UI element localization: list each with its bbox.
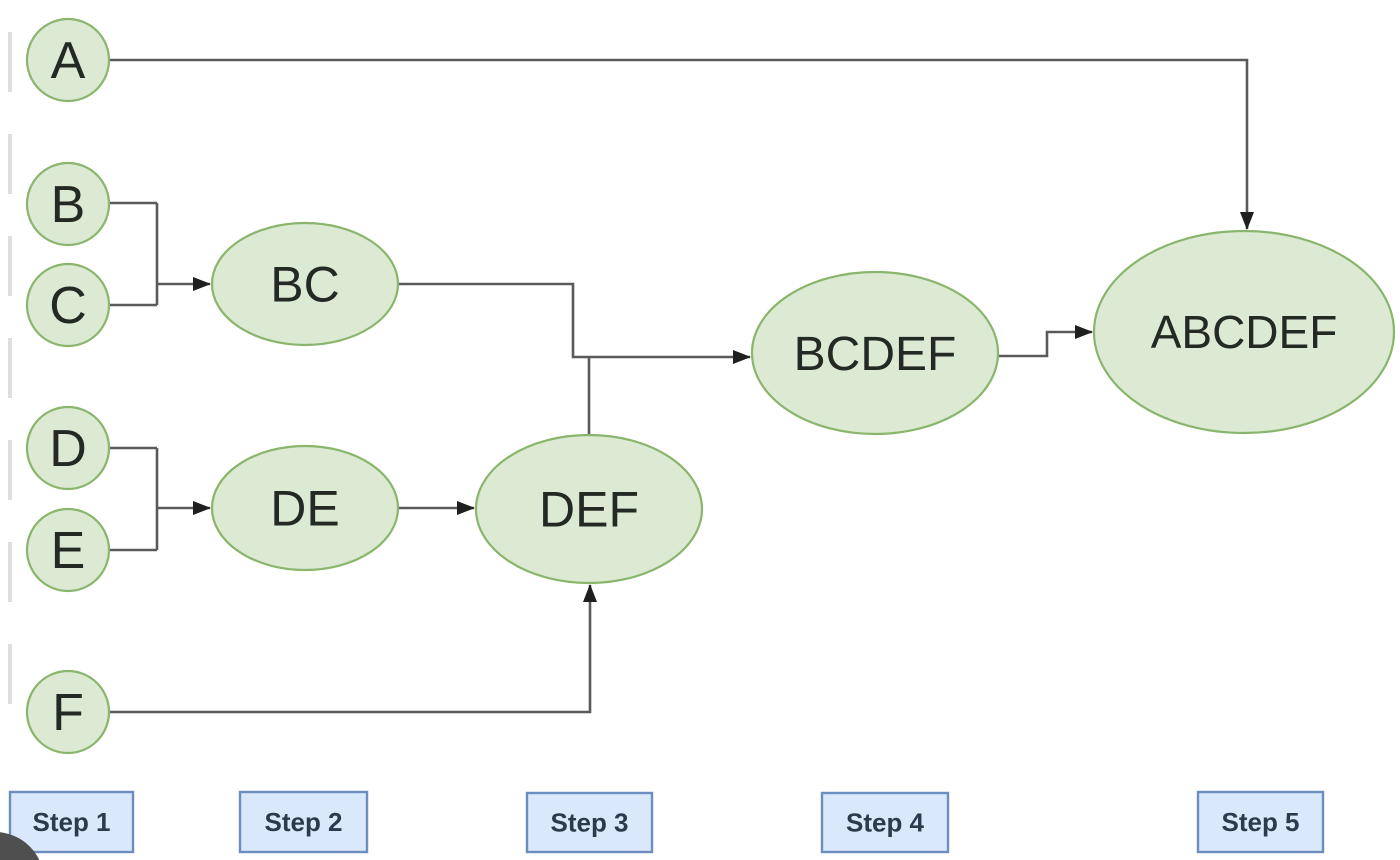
node-abcdef: ABCDEF: [1092, 229, 1396, 435]
node-bc: BC: [210, 221, 400, 347]
step-box-3: Step 3: [525, 791, 654, 854]
node-c-shape: [25, 262, 111, 348]
edge-f-to-def: [108, 584, 597, 714]
node-bc-label: BC: [270, 257, 339, 313]
node-b: B: [25, 161, 111, 247]
node-def: DEF: [474, 433, 704, 585]
node-de-label: DE: [270, 481, 339, 537]
node-c-label: C: [49, 277, 87, 335]
node-abcdef-label: ABCDEF: [1151, 306, 1338, 358]
node-b-shape: [25, 161, 111, 247]
step-box-4: Step 4: [820, 791, 950, 854]
node-d-shape: [25, 405, 111, 491]
edge-bcdef-to-abcdef: [998, 325, 1093, 358]
node-de-shape: [210, 444, 400, 572]
node-f-shape: [25, 669, 111, 755]
node-bcdef-label: BCDEF: [794, 328, 957, 381]
node-abcdef-shape: [1092, 229, 1396, 435]
step-box-1-label: Step 1: [32, 807, 110, 837]
step-box-3-rect: [525, 791, 654, 854]
node-c: C: [25, 262, 111, 348]
step-box-3-label: Step 3: [550, 808, 628, 838]
step-box-1: Step 1: [8, 790, 135, 854]
node-f-label: F: [52, 684, 84, 742]
node-a-label: A: [51, 32, 86, 90]
node-e-shape: [25, 507, 111, 593]
step-box-2-rect: [238, 790, 369, 854]
step-box-4-rect: [820, 791, 950, 854]
step-box-5: Step 5: [1196, 790, 1325, 854]
step-box-2-label: Step 2: [264, 807, 342, 837]
node-def-shape: [474, 433, 704, 585]
node-bcdef: BCDEF: [750, 270, 1000, 436]
node-a-shape: [25, 17, 111, 103]
node-bcdef-shape: [750, 270, 1000, 436]
edge-a-to-abcdef: [108, 58, 1254, 230]
node-b-label: B: [51, 176, 86, 234]
step-box-1-rect: [8, 790, 135, 854]
node-d-label: D: [49, 420, 87, 478]
node-e-label: E: [51, 522, 86, 580]
node-a: A: [25, 17, 111, 103]
edge-bc-to-bcdef: [398, 282, 751, 364]
step-box-5-rect: [1196, 790, 1325, 854]
step-box-5-label: Step 5: [1221, 807, 1299, 837]
corner-blob: [0, 832, 40, 860]
step-box-4-label: Step 4: [846, 808, 925, 838]
node-e: E: [25, 507, 111, 593]
node-d: D: [25, 405, 111, 491]
node-bc-shape: [210, 221, 400, 347]
step-box-2: Step 2: [238, 790, 369, 854]
node-f: F: [25, 669, 111, 755]
node-de: DE: [210, 444, 400, 572]
node-def-label: DEF: [539, 482, 639, 538]
